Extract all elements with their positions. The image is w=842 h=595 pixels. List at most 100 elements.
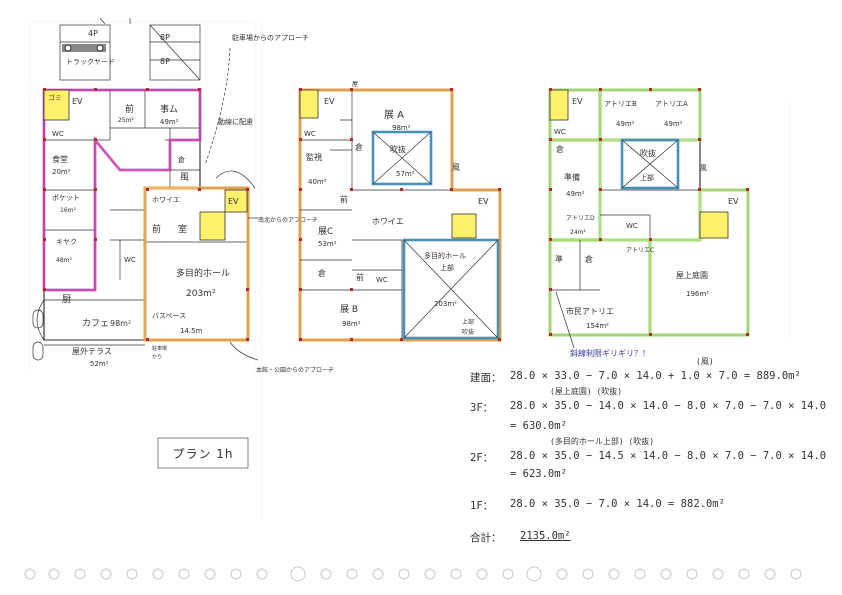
f1-jimu-area: 49m² bbox=[160, 118, 179, 126]
f1-4p-label: 4P bbox=[88, 29, 98, 38]
calc-f3: 28.0 × 35.0 − 14.0 × 14.0 − 8.0 × 7.0 − … bbox=[510, 400, 827, 412]
calc-f1: 28.0 × 35.0 − 7.0 × 14.0 = 882.0m² bbox=[510, 498, 725, 510]
f3-atelier-b-area: 49m² bbox=[616, 120, 635, 128]
plan-label: プラン 1h bbox=[172, 446, 234, 461]
f3-atelier-a: アトリエA bbox=[655, 100, 688, 108]
f1-kiyaku-area: 48m² bbox=[56, 257, 72, 264]
f2-hall-top: 多目的ホール bbox=[424, 251, 466, 260]
f1-dim: 14.5m bbox=[180, 327, 203, 335]
f1-kiyaku: キヤク bbox=[56, 238, 77, 246]
binder-holes bbox=[24, 566, 802, 582]
floor-3-plan: EV アトリエB 49m² アトリエA 49m² WC 倉 吹抜 上部 準備 4… bbox=[548, 88, 750, 358]
f1-ev2: EV bbox=[228, 197, 239, 206]
f1-shokudo-area: 20m² bbox=[52, 168, 71, 176]
f3-wc2: WC bbox=[626, 222, 638, 230]
f2-ken-c-area: 53m² bbox=[318, 240, 337, 248]
f3-shimin: 市民アトリエ bbox=[566, 306, 614, 316]
f3-slope-note: 斜線制限ギリギリ？！ bbox=[570, 348, 650, 358]
f2-ken-a: 展 A bbox=[384, 109, 404, 121]
f3-fukinuke2: 上部 bbox=[640, 173, 654, 182]
calc-f3-label: 3F： bbox=[470, 402, 494, 414]
f1-pocket: ポケット bbox=[52, 194, 80, 202]
f2-fukinuke: 吹抜 bbox=[390, 144, 406, 154]
f1-bus: バスペース bbox=[152, 312, 186, 320]
f2-kanryo-area: 40m² bbox=[308, 178, 327, 186]
f2-ken-c: 展C bbox=[318, 226, 333, 237]
f1-columns bbox=[43, 88, 249, 341]
f2-soko: 倉 bbox=[355, 142, 363, 152]
f1-hoyer: ホワイエ bbox=[152, 196, 180, 204]
f1-a1: 駐車場 bbox=[152, 345, 167, 352]
f2-chokai2: 吹抜 bbox=[462, 328, 474, 336]
calc-f1-label: 1F： bbox=[470, 500, 494, 512]
f1-shokudo: 食堂 bbox=[52, 154, 68, 164]
f1-ann-parking: 駐車場からのアプローチ bbox=[232, 33, 309, 42]
floor-1-plan: 4P トラックヤード 8P 8P bbox=[32, 17, 334, 374]
f1-truck-label: トラックヤード bbox=[66, 58, 115, 66]
guide-lines bbox=[29, 21, 791, 520]
f3-jun: 準 bbox=[555, 254, 563, 264]
f1-mae1-area: 25m² bbox=[118, 117, 134, 124]
calc-f2: 28.0 × 35.0 − 14.5 × 14.0 − 8.0 × 7.0 − … bbox=[510, 450, 827, 462]
f2-ev: EV bbox=[324, 97, 335, 106]
f2-fukinuke-area: 57m² bbox=[396, 170, 415, 178]
calc-kenchiku: 28.0 × 33.0 − 7.0 × 14.0 + 1.0 × 7.0 = 8… bbox=[510, 370, 801, 382]
f2-hall-top2: 上部 bbox=[440, 263, 454, 272]
f3-jumbi-area: 49m² bbox=[566, 190, 585, 198]
f1-seki: 倉 bbox=[178, 155, 185, 164]
f3-rooftop: 屋上庭園 bbox=[676, 270, 708, 280]
f3-ev2: EV bbox=[728, 197, 739, 206]
f2-ken-b: 展 B bbox=[340, 304, 358, 315]
f3-atelier-d-area: 24m² bbox=[570, 229, 586, 236]
f1-mae1: 前 bbox=[125, 103, 134, 115]
f1-ev: EV bbox=[72, 97, 83, 106]
f2-kanryo: 監視 bbox=[306, 152, 322, 162]
f1-terrace-area: 52m² bbox=[90, 360, 109, 368]
f1-terrace: 屋外テラス bbox=[72, 346, 112, 356]
f1-wc: WC bbox=[52, 130, 64, 138]
f3-atelier-c: アトリエC bbox=[626, 247, 654, 254]
calc-f2-label: 2F： bbox=[470, 452, 494, 464]
f2-ken-b-area: 98m² bbox=[342, 320, 361, 328]
calc-f2-total: = 623.0m² bbox=[510, 468, 567, 480]
f3-atelier-d: アトリエD bbox=[566, 215, 595, 222]
f3-soko: 倉 bbox=[556, 144, 564, 154]
calc-total-label: 合計： bbox=[470, 532, 502, 544]
f1-fu: 風 bbox=[180, 172, 189, 183]
f2-mae2: 前 bbox=[356, 272, 364, 282]
calc-f3-note: (屋上庭園) (吹抜) bbox=[550, 387, 623, 396]
f2-hall-area: 203m² bbox=[434, 300, 457, 308]
f2-chokai: 上部 bbox=[462, 318, 474, 326]
f1-wc2: WC bbox=[124, 256, 136, 264]
f1-cafe-area: 98m² bbox=[110, 319, 131, 328]
f2-wc2: WC bbox=[376, 276, 388, 284]
f3-fukinuke: 吹抜 bbox=[640, 148, 656, 158]
f2-hoyer: ホワイエ bbox=[372, 217, 404, 226]
f3-jumbi: 準備 bbox=[564, 172, 580, 182]
f1-mae2: 前 bbox=[152, 223, 161, 235]
calc-f3-total: = 630.0m² bbox=[510, 420, 567, 432]
f2-mae: 前 bbox=[340, 194, 348, 204]
f3-ev: EV bbox=[572, 97, 583, 106]
f1-cafe: カフェ bbox=[82, 318, 109, 329]
plan-label-box bbox=[157, 437, 249, 469]
calc-kenchiku-label: 建面： bbox=[470, 372, 502, 384]
f3-rooftop-area: 196m² bbox=[686, 290, 709, 298]
f3-atelier-b: アトリエB bbox=[604, 100, 637, 108]
f1-8p-a-label: 8P bbox=[160, 33, 170, 42]
calc-total: 2135.0m² bbox=[520, 530, 571, 542]
f1-ann-station: 本館・公園からのアプローチ bbox=[256, 366, 334, 374]
f1-pocket-area: 16m² bbox=[60, 207, 76, 214]
f1-a2: から bbox=[152, 353, 162, 360]
f2-ev2: EV bbox=[478, 197, 489, 206]
f2-wc: WC bbox=[304, 130, 316, 138]
f2-ken-a-area: 98m² bbox=[392, 124, 411, 132]
calc-f2-note: (多目的ホール上部) (吹抜) bbox=[550, 437, 655, 446]
f3-soko2: 倉 bbox=[585, 254, 593, 264]
f3-columns bbox=[549, 88, 749, 336]
f1-hall-area: 203m² bbox=[186, 289, 216, 299]
f3-fu: 風 bbox=[700, 164, 707, 172]
f2-columns bbox=[299, 88, 501, 341]
f1-kitchen: 厨 bbox=[62, 294, 71, 305]
